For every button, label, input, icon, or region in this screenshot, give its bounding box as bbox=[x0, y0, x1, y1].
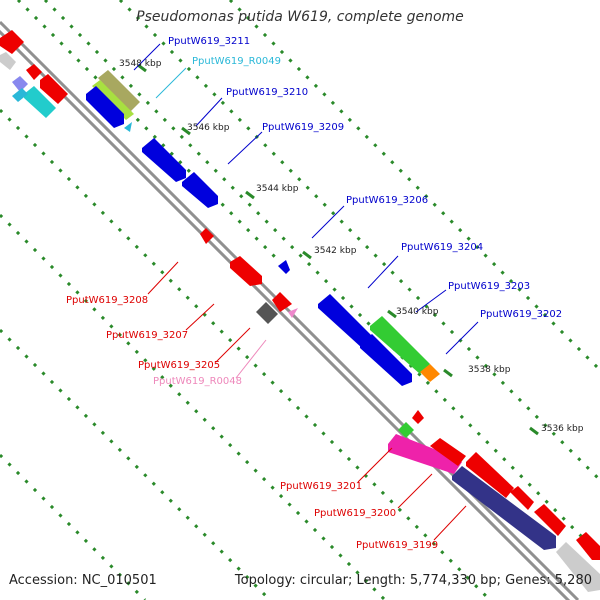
feature-PputW619_3205[interactable] bbox=[256, 302, 278, 324]
edge-gene-4[interactable] bbox=[40, 74, 68, 104]
scale-label: 3548 kbp bbox=[119, 59, 162, 69]
connector-PputW619_3210 bbox=[195, 97, 223, 127]
feature-right-red-3[interactable] bbox=[534, 504, 566, 536]
gene-label[interactable]: PputW619_3204 bbox=[401, 242, 483, 253]
edge-gene-7[interactable] bbox=[12, 88, 28, 102]
feature-PputW619_3207[interactable] bbox=[230, 256, 262, 286]
connector-PputW619_3199 bbox=[433, 505, 467, 541]
scale-labels: 3548 kbp 3546 kbp 3544 kbp 3542 kbp 3540… bbox=[119, 59, 584, 434]
feature-right-red-1[interactable] bbox=[466, 452, 514, 498]
feature-right-grey[interactable] bbox=[556, 542, 600, 592]
edge-gene-1[interactable] bbox=[0, 30, 24, 54]
connector-PputW619_3200 bbox=[397, 473, 433, 509]
feature-PputW619_3202[interactable] bbox=[420, 364, 440, 382]
connector-PputW619_3205 bbox=[215, 327, 251, 363]
scale-label: 3544 kbp bbox=[256, 184, 299, 194]
tick-line bbox=[0, 213, 387, 600]
gene-label[interactable]: PputW619_3207 bbox=[106, 330, 188, 341]
connector-PputW619_R0048 bbox=[235, 339, 267, 379]
feature-PputW619_3201b[interactable] bbox=[412, 410, 424, 424]
gene-label[interactable]: PputW619_3209 bbox=[262, 122, 344, 133]
gene-label[interactable]: PputW619_3201 bbox=[280, 481, 362, 492]
scale-label: 3538 kbp bbox=[468, 365, 511, 375]
feature-right-red-4[interactable] bbox=[576, 532, 600, 560]
gene-label[interactable]: PputW619_3208 bbox=[66, 295, 148, 306]
scale-label: 3542 kbp bbox=[314, 246, 357, 256]
label-connectors bbox=[133, 43, 479, 541]
gene-label[interactable]: PputW619_R0049 bbox=[192, 56, 281, 67]
backbone-line-outer bbox=[0, 20, 580, 600]
tick-line bbox=[118, 0, 600, 482]
feature-PputW619_3204[interactable] bbox=[318, 294, 372, 348]
feature-PputW619_3199[interactable] bbox=[452, 466, 556, 550]
feature-right-red-2[interactable] bbox=[510, 486, 534, 510]
scale-label: 3540 kbp bbox=[396, 307, 439, 317]
scale-label: 3546 kbp bbox=[187, 123, 230, 133]
connector-PputW619_3207 bbox=[185, 303, 215, 331]
gene-label[interactable]: PputW619_3210 bbox=[226, 87, 308, 98]
scale-tick bbox=[302, 250, 312, 260]
gene-features bbox=[0, 30, 600, 592]
gene-labels: PputW619_3211 PputW619_R0049 PputW619_32… bbox=[66, 36, 562, 551]
gene-label[interactable]: PputW619_3211 bbox=[168, 36, 250, 47]
edge-gene-5[interactable] bbox=[12, 76, 28, 92]
feature-PputW619_3200b[interactable] bbox=[430, 438, 466, 466]
connector-PputW619_3206 bbox=[311, 205, 345, 239]
accession-text: Accession: NC_010501 bbox=[9, 573, 157, 588]
gene-label[interactable]: PputW619_3203 bbox=[448, 281, 530, 292]
gene-label[interactable]: PputW619_3206 bbox=[346, 195, 428, 206]
feature-PputW619_3209[interactable] bbox=[142, 138, 186, 182]
scale-tick bbox=[137, 63, 147, 73]
tick-line bbox=[0, 453, 147, 600]
connector-PputW619_3204 bbox=[367, 255, 399, 289]
scale-tick bbox=[387, 309, 397, 319]
connector-PputW619_3211 bbox=[133, 43, 161, 71]
feature-PputW619_3208[interactable] bbox=[200, 228, 214, 244]
feature-PputW619_3203[interactable] bbox=[370, 316, 430, 374]
gene-label[interactable]: PputW619_3199 bbox=[356, 540, 438, 551]
map-title: Pseudomonas putida W619, complete genome bbox=[136, 9, 464, 25]
feature-PputW619_3210[interactable] bbox=[86, 86, 124, 128]
connector-PputW619_R0049 bbox=[155, 67, 187, 99]
feature-PputW619_3211[interactable] bbox=[98, 70, 140, 112]
scale-tick bbox=[529, 426, 539, 436]
scale-tick bbox=[245, 190, 255, 200]
tick-line bbox=[0, 328, 272, 600]
edge-gene-3[interactable] bbox=[26, 64, 42, 80]
connector-PputW619_3201 bbox=[357, 447, 393, 483]
backbone-line-inner bbox=[0, 29, 571, 600]
connector-PputW619_3208 bbox=[147, 261, 179, 295]
gene-label[interactable]: PputW619_R0048 bbox=[153, 376, 242, 387]
genome-backbone bbox=[0, 20, 580, 600]
scale-tick bbox=[181, 126, 191, 136]
gene-label[interactable]: PputW619_3200 bbox=[314, 508, 396, 519]
feature-PputW619_3201[interactable] bbox=[398, 422, 414, 438]
genome-summary-text: Topology: circular; Length: 5,774,330 bp… bbox=[234, 573, 592, 588]
connector-PputW619_3209 bbox=[227, 131, 263, 165]
feature-PputW619_3204b[interactable] bbox=[360, 334, 412, 386]
edge-gene-6[interactable] bbox=[24, 86, 56, 118]
feature-PputW619_R0049[interactable] bbox=[124, 122, 132, 132]
feature-PputW619_3211-cog[interactable] bbox=[92, 80, 134, 120]
scale-label: 3536 kbp bbox=[541, 424, 584, 434]
tick-line bbox=[0, 108, 492, 600]
connector-PputW619_3202 bbox=[445, 321, 479, 355]
tick-line bbox=[43, 0, 600, 557]
connector-PputW619_3203 bbox=[415, 289, 447, 313]
gene-label[interactable]: PputW619_3202 bbox=[480, 309, 562, 320]
edge-gene-2[interactable] bbox=[0, 52, 16, 70]
feature-PputW619_R0048[interactable] bbox=[288, 308, 298, 318]
scale-tick bbox=[443, 368, 453, 378]
tick-line bbox=[16, 0, 280, 262]
feature-PputW619_3206[interactable] bbox=[278, 260, 290, 274]
scale-ticks bbox=[137, 63, 539, 436]
feature-PputW619_3205b[interactable] bbox=[272, 292, 292, 312]
feature-PputW619_3200[interactable] bbox=[388, 434, 462, 474]
gene-label[interactable]: PputW619_3205 bbox=[138, 360, 220, 371]
feature-PputW619_3209b[interactable] bbox=[182, 172, 218, 208]
